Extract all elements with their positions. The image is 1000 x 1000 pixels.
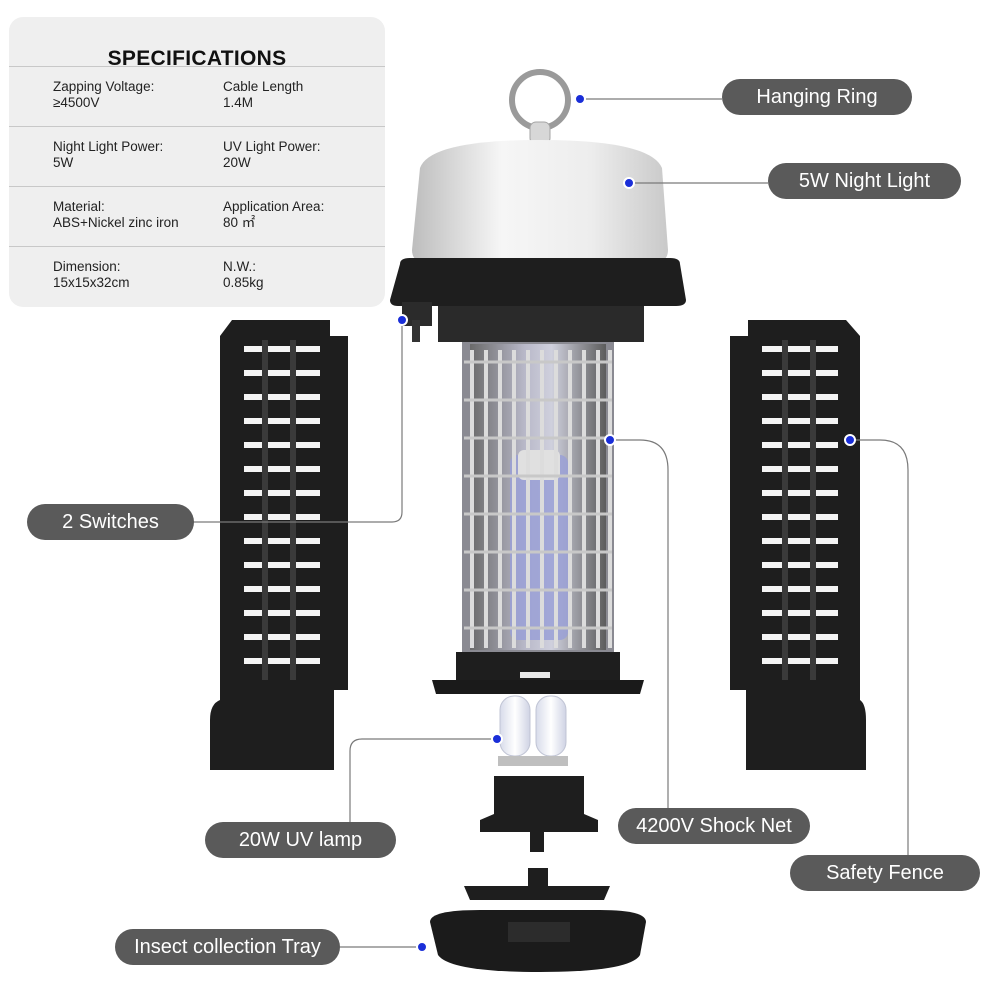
left-safety-fence <box>210 320 348 770</box>
spec-item: N.W.: 0.85kg <box>223 259 264 291</box>
spec-item: Cable Length 1.4M <box>223 79 303 111</box>
spec-value: 15x15x32cm <box>53 275 130 290</box>
spec-item: Material: ABS+Nickel zinc iron <box>53 199 179 231</box>
top-base <box>390 258 686 342</box>
spec-row: Dimension: 15x15x32cm N.W.: 0.85kg <box>9 246 385 307</box>
spec-value: 80 ㎡ <box>223 215 256 230</box>
spec-value: ABS+Nickel zinc iron <box>53 215 179 230</box>
right-safety-fence <box>730 320 866 770</box>
spec-label: Dimension: <box>53 259 121 274</box>
spec-item: Dimension: 15x15x32cm <box>53 259 130 291</box>
spec-row: Night Light Power: 5W UV Light Power: 20… <box>9 126 385 187</box>
spec-value: 1.4M <box>223 95 254 110</box>
spec-row: Material: ABS+Nickel zinc iron Applicati… <box>9 186 385 247</box>
spec-row: Zapping Voltage: ≥4500V Cable Length 1.4… <box>9 66 385 127</box>
tray-connector <box>480 776 598 852</box>
callout-collection-tray: Insect collection Tray <box>115 929 340 965</box>
collection-tray <box>430 910 646 972</box>
spec-label: Night Light Power: <box>53 139 164 154</box>
spec-item: Night Light Power: 5W <box>53 139 163 171</box>
spec-item: UV Light Power: 20W <box>223 139 321 171</box>
uv-lamp <box>498 695 568 766</box>
spec-value: 5W <box>53 155 74 170</box>
spec-label: Zapping Voltage: <box>53 79 155 94</box>
specifications-card: SPECIFICATIONS Zapping Voltage: ≥4500V C… <box>9 17 385 307</box>
hanging-ring <box>509 69 571 145</box>
spec-label: N.W.: <box>223 259 256 274</box>
spec-label: Cable Length <box>223 79 304 94</box>
callout-switches: 2 Switches <box>27 504 194 540</box>
callout-safety-fence: Safety Fence <box>790 855 980 891</box>
lower-base <box>432 652 644 694</box>
spec-value: 0.85kg <box>223 275 264 290</box>
spec-item: Zapping Voltage: ≥4500V <box>53 79 154 111</box>
specifications-title: SPECIFICATIONS <box>107 47 287 70</box>
spec-item: Application Area: 80 ㎡ <box>223 199 324 231</box>
leader-lines <box>192 98 909 948</box>
spec-label: Material: <box>53 199 105 214</box>
callout-hanging-ring: Hanging Ring <box>722 79 912 115</box>
night-light-shade <box>412 140 668 262</box>
spec-value: 20W <box>223 155 251 170</box>
callout-shock-net: 4200V Shock Net <box>618 808 810 844</box>
spec-label: Application Area: <box>223 199 325 214</box>
shock-net <box>462 342 614 654</box>
callout-uv-lamp: 20W UV lamp <box>205 822 396 858</box>
callout-night-light: 5W Night Light <box>768 163 961 199</box>
spec-value: ≥4500V <box>53 95 100 110</box>
tray-plate <box>464 868 610 900</box>
marker-dots <box>396 93 856 953</box>
spec-label: UV Light Power: <box>223 139 321 154</box>
